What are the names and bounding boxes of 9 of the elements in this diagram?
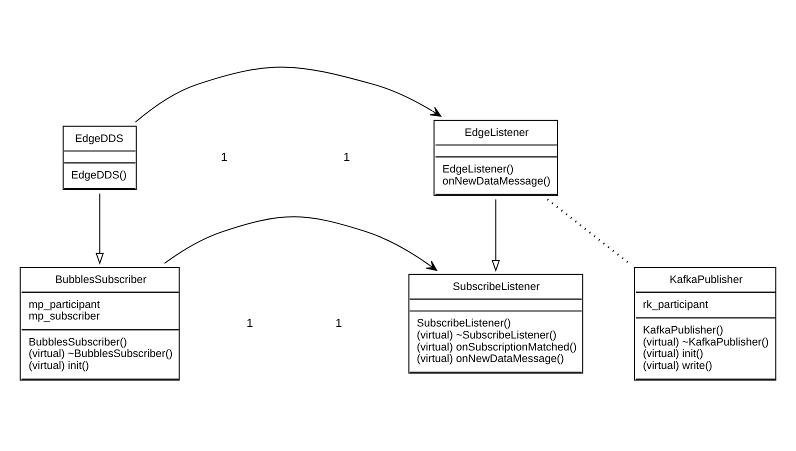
label: 1 [343,150,350,164]
label: 1 [335,316,342,330]
arrow [164,216,438,271]
connector [546,198,630,264]
arrow [96,193,104,265]
label: 1 [246,316,254,330]
arrow [134,66,442,123]
arrow [492,198,500,272]
label: 1 [220,150,228,164]
